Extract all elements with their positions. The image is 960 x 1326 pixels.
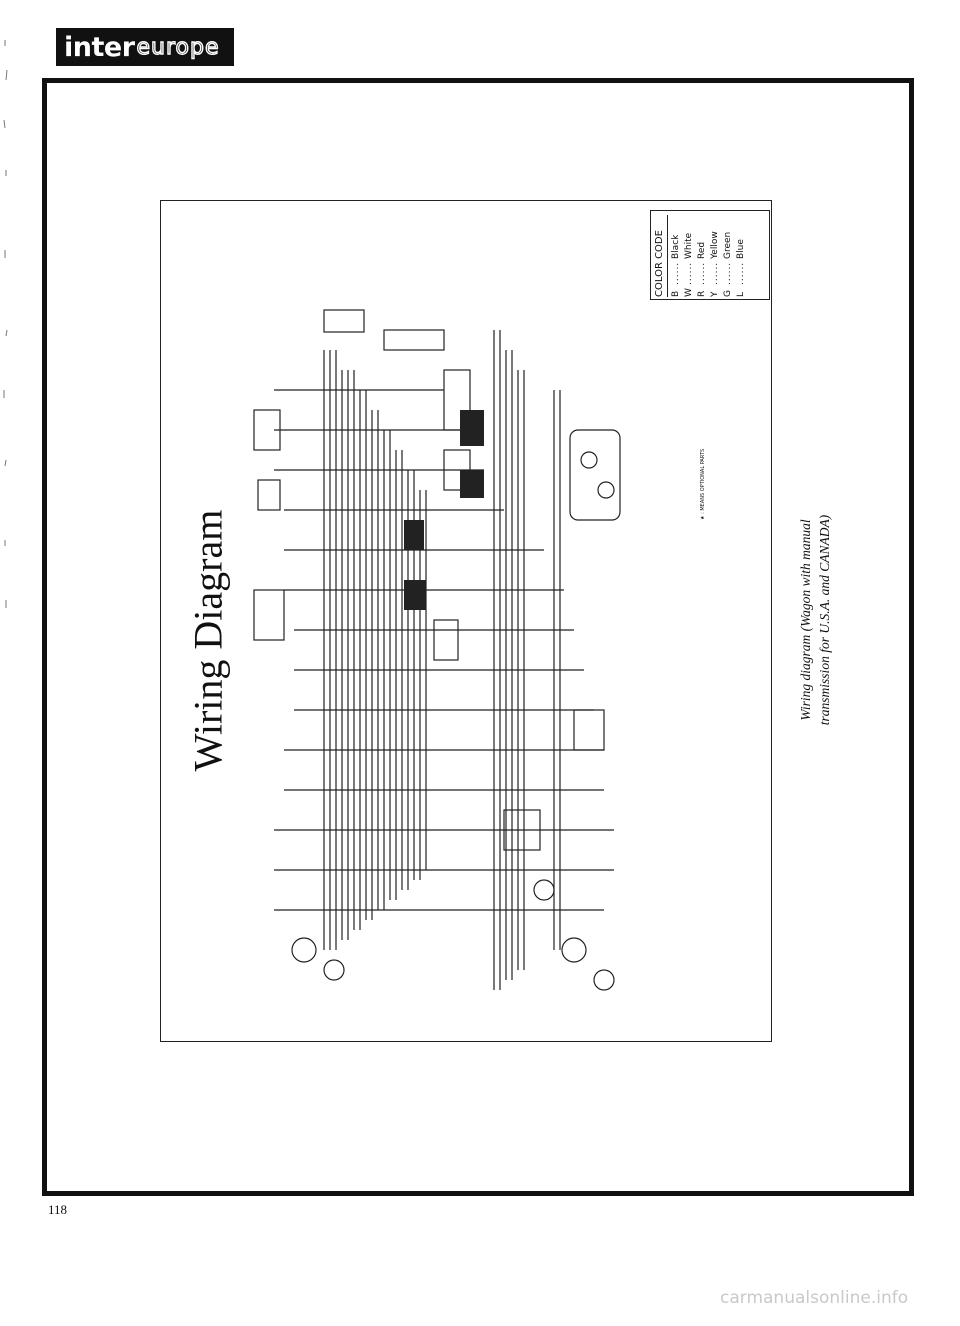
battery: [503, 809, 541, 851]
watermark: carmanualsonline.info: [720, 1288, 909, 1308]
switch-block: [443, 369, 471, 431]
horizontal-wires: [274, 389, 614, 911]
wiring-diagram-panel: [160, 200, 772, 1042]
regulator: [573, 709, 605, 751]
wiring-schematic: [253, 309, 621, 991]
color-code-legend: COLOR CODE B......Black W......White R..…: [650, 210, 770, 300]
logo-text-inter: inter: [64, 31, 135, 63]
optional-parts-note-text: ★ : MEANS OPTIONAL PARTS: [700, 448, 706, 520]
intereurope-logo: inter europe: [56, 28, 234, 66]
connector-block: [257, 479, 281, 511]
scan-edge: [0, 0, 14, 1321]
legend-row: B......Black: [671, 234, 681, 297]
legend-header: COLOR CODE: [654, 215, 668, 297]
horn: [533, 879, 555, 901]
diagram-title: Wiring Diagram: [172, 470, 244, 810]
connector-strip: [323, 309, 365, 333]
legend-row: W......White: [684, 232, 694, 297]
legend-row: L......Blue: [736, 239, 746, 297]
legend-row: R......Red: [697, 241, 707, 297]
page-frame: [42, 78, 914, 1196]
right-harness: [493, 330, 561, 990]
logo-text-europe: europe: [136, 34, 220, 60]
meter-cluster: [569, 429, 621, 521]
page-number: 118: [48, 1202, 68, 1217]
relay-block: [253, 589, 285, 641]
caption-line-2: transmission for U.S.A. and CANADA): [817, 514, 832, 726]
optional-parts-note: ★ : MEANS OPTIONAL PARTS: [700, 360, 714, 520]
flasher-unit: [433, 619, 459, 661]
caption-line-1: Wiring diagram (Wagon with manual: [798, 519, 813, 721]
legend-row: Y......Yellow: [710, 231, 720, 297]
figure-caption: Wiring diagram (Wagon with manual transm…: [796, 470, 840, 770]
harness-bundle: [323, 350, 427, 950]
legend-row: G......Green: [723, 231, 733, 297]
diagram-title-text: Wiring Diagram: [185, 509, 231, 771]
fuse-block: [253, 409, 281, 451]
connector-strip: [383, 329, 445, 351]
